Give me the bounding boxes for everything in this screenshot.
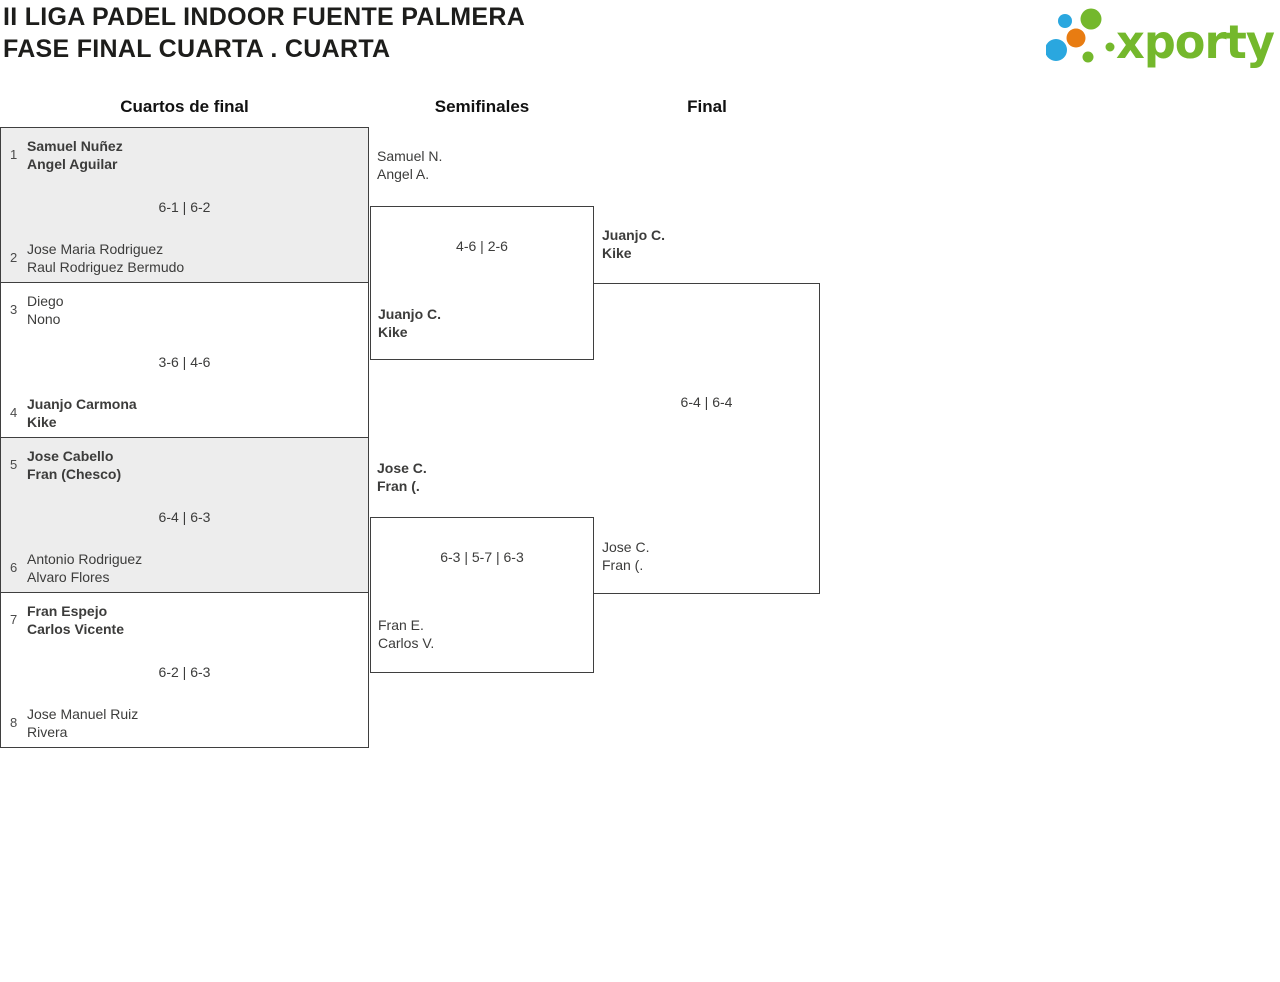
match-score: 6-3 | 5-7 | 6-3 (440, 549, 524, 565)
seed-number: 2 (10, 250, 18, 265)
match-score: 6-1 | 6-2 (158, 199, 211, 215)
final-team-bottom: Jose C.Fran (. (602, 539, 650, 573)
sf1-team-top: Samuel N.Angel A. (377, 148, 443, 182)
logo-dots-icon (1046, 8, 1115, 63)
logo-dot-orange (1066, 28, 1086, 48)
logo-dot-blue-small (1058, 14, 1072, 28)
seed-number: 6 (10, 560, 18, 575)
sf-match-2: 6-3 | 5-7 | 6-3 Fran E.Carlos V. (370, 517, 594, 673)
logo-dot-green-tiny (1105, 42, 1115, 52)
seed-number: 1 (10, 147, 18, 162)
match-score: 6-4 | 6-3 (158, 509, 211, 525)
xporty-logo[interactable]: xporty (1046, 2, 1280, 80)
sf2-team-top: Jose C.Fran (. (377, 460, 427, 494)
sf-match-1: 4-6 | 2-6 Juanjo C.Kike (370, 206, 594, 360)
seed-number: 5 (10, 457, 18, 472)
logo-dot-green-large (1080, 8, 1102, 30)
seed-number: 8 (10, 715, 18, 730)
seed-number: 4 (10, 405, 18, 420)
seed-number: 7 (10, 612, 18, 627)
logo-dot-blue-large (1046, 39, 1067, 61)
logo-wordmark: xporty (1116, 15, 1275, 69)
match-score: 4-6 | 2-6 (456, 238, 508, 254)
final-match: 6-4 | 6-4 (594, 283, 820, 594)
match-score: 6-2 | 6-3 (158, 664, 211, 680)
final-team-top: Juanjo C.Kike (602, 227, 666, 261)
round-header-cuartos: Cuartos de final (120, 97, 249, 116)
match-score: 6-4 | 6-4 (680, 394, 733, 410)
logo-dot-green-small (1082, 51, 1094, 63)
round-header-final: Final (687, 97, 727, 116)
match-score: 3-6 | 4-6 (158, 354, 211, 370)
sf1-team-bottom: Juanjo C.Kike (378, 306, 442, 340)
seed-number: 3 (10, 302, 18, 317)
round-header-semifinales: Semifinales (434, 97, 530, 116)
sf2-team-bottom: Fran E.Carlos V. (378, 617, 435, 651)
